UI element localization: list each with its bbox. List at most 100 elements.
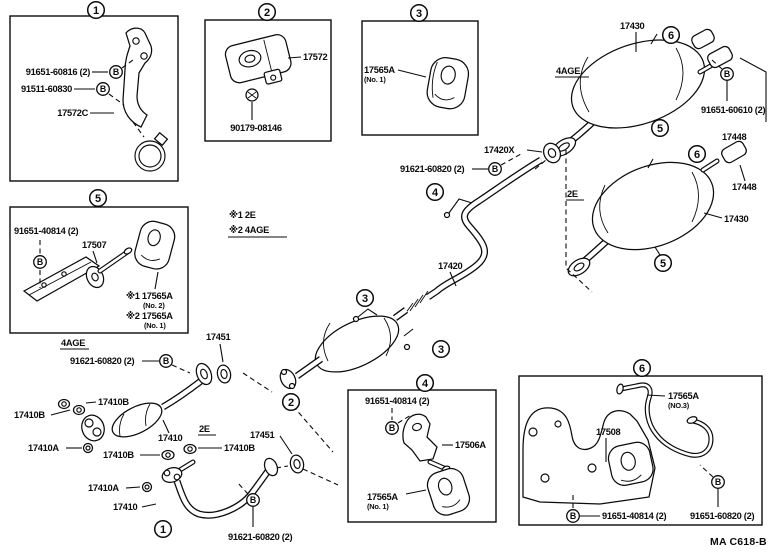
svg-text:6: 6	[668, 30, 674, 42]
front-pipe-support-art	[391, 408, 471, 516]
part-label-17430-right: 17430	[724, 214, 748, 224]
part-label-91651-40814-box4: 91651-40814 (2)	[365, 396, 429, 406]
part-label-17572C: 17572C	[57, 108, 88, 118]
bolt-marker-60820-fl4age: B	[159, 354, 173, 368]
part-label-17410-bottom: 17410	[113, 502, 137, 512]
callout-6-muffler2e: 6	[687, 144, 707, 164]
callout-3-resonator-r: 3	[431, 339, 451, 359]
part-label-91651-60816: 91651-60816 (2)	[26, 67, 90, 77]
callout-1-box: 1	[86, 0, 106, 20]
bolt-marker-box6-l: B	[566, 509, 580, 523]
engine-tag-4age-bottom: 4AGE	[61, 338, 85, 348]
part-label-17507: 17507	[82, 240, 106, 250]
svg-text:5: 5	[660, 258, 666, 270]
part-label-17565A-box4: 17565A	[367, 492, 398, 502]
svg-text:5: 5	[95, 193, 101, 205]
part-label-17565A-no2: ※1 17565A	[126, 291, 173, 301]
svg-text:3: 3	[438, 344, 444, 356]
svg-text:B: B	[113, 67, 119, 77]
part-label-17506A: 17506A	[455, 440, 486, 450]
part-label-17572: 17572	[303, 52, 327, 62]
callout-2-centerpipe: 2	[281, 392, 301, 412]
callout-6-muffler4age: 6	[661, 25, 681, 45]
bolt-marker-60820-fl2e: B	[246, 493, 260, 507]
callout-4-box: 4	[415, 373, 435, 393]
front-pipe-4age-art	[50, 360, 213, 454]
part-note-no3: (NO.3)	[668, 401, 690, 410]
svg-text:B: B	[389, 423, 395, 433]
engine-tag-2e-right: 2E	[567, 189, 578, 199]
inset-box-1	[9, 15, 179, 182]
part-note-no2: (No. 2)	[143, 301, 165, 310]
callout-1-frontpipe: 1	[153, 519, 173, 539]
part-label-17451-b: 17451	[250, 430, 274, 440]
front-pipe-2e-art	[125, 443, 279, 527]
callout-3-resonator-l: 3	[355, 288, 375, 308]
bolt-marker-box5: B	[33, 255, 47, 269]
part-label-91621-60820-mid: 91621-60820 (2)	[400, 164, 464, 174]
pipe-support-art	[224, 34, 302, 120]
part-label-91651-60610: 91651-60610 (2)	[701, 105, 765, 115]
svg-text:1: 1	[93, 5, 99, 17]
part-label-17430-top: 17430	[620, 21, 644, 31]
legend-note-2: ※2 4AGE	[229, 225, 269, 235]
svg-text:3: 3	[416, 8, 422, 20]
callout-6-box: 6	[632, 358, 652, 378]
bolt-marker-box6-r: B	[711, 475, 725, 489]
bolt-marker-60610: B	[720, 67, 734, 81]
svg-text:4: 4	[432, 187, 439, 199]
diagram-code: MA C618-B	[710, 536, 767, 548]
svg-text:B: B	[163, 356, 169, 366]
part-label-90179-08146: 90179-08146	[230, 123, 282, 133]
part-label-17410-top: 17410	[158, 433, 182, 443]
svg-text:5: 5	[657, 123, 663, 135]
part-label-91621-60820-fl4age: 91621-60820 (2)	[70, 356, 134, 366]
bolt-marker-60820-mid: B	[488, 162, 502, 176]
callout-4-centerpipe: 4	[425, 182, 445, 202]
part-label-17565A-no1: 17565A	[364, 65, 395, 75]
svg-text:2: 2	[288, 397, 294, 409]
svg-text:1: 1	[160, 524, 166, 536]
svg-text:B: B	[37, 257, 43, 267]
part-label-17410B-low1: 17410B	[103, 450, 134, 460]
inset-box-5	[9, 206, 189, 334]
callout-5-muffler4age: 5	[650, 118, 670, 138]
part-label-17448-top: 17448	[722, 132, 746, 142]
svg-text:B: B	[250, 495, 256, 505]
part-label-91651-40814-box6: 91651-40814 (2)	[602, 511, 666, 521]
part-label-17565A-no3: 17565A	[668, 391, 699, 401]
svg-text:6: 6	[639, 363, 645, 375]
part-label-17420: 17420	[438, 261, 462, 271]
center-pipe-art	[216, 142, 562, 486]
svg-text:B: B	[715, 477, 721, 487]
svg-text:B: B	[570, 511, 576, 521]
svg-text:4: 4	[422, 378, 429, 390]
svg-text:6: 6	[694, 149, 700, 161]
bolt-marker-box4: B	[385, 421, 399, 435]
part-label-17451-a: 17451	[206, 332, 230, 342]
svg-text:B: B	[100, 84, 106, 94]
engine-tag-4age-top: 4AGE	[556, 66, 580, 76]
part-label-17448-right: 17448	[732, 182, 756, 192]
callout-2-box: 2	[257, 2, 277, 22]
legend-note-1: ※1 2E	[229, 210, 256, 220]
hanger-no1-art	[397, 56, 470, 110]
part-label-17410B-l: 17410B	[14, 410, 45, 420]
center-support-art	[522, 382, 719, 517]
part-label-91511-60830: 91511-60830	[21, 84, 72, 94]
part-note-no1-alt: (No. 1)	[144, 321, 166, 330]
part-label-17410B-r: 17410B	[98, 397, 129, 407]
part-label-17410A-bottom: 17410A	[88, 483, 119, 493]
part-note-no1-box4: (No. 1)	[367, 502, 389, 511]
slide-rail-art	[22, 220, 176, 302]
part-label-17410A-top: 17410A	[28, 443, 59, 453]
part-label-91651-40814-box5: 91651-40814 (2)	[14, 226, 78, 236]
svg-text:3: 3	[362, 293, 368, 305]
callout-5-muffler2e: 5	[653, 253, 673, 273]
part-label-91621-60820-fl2e: 91621-60820 (2)	[228, 532, 292, 542]
callout-5-box: 5	[88, 188, 108, 208]
svg-text:B: B	[724, 69, 730, 79]
part-label-17565A-no1-alt: ※2 17565A	[126, 311, 173, 321]
muffler-4age-art	[533, 28, 767, 171]
